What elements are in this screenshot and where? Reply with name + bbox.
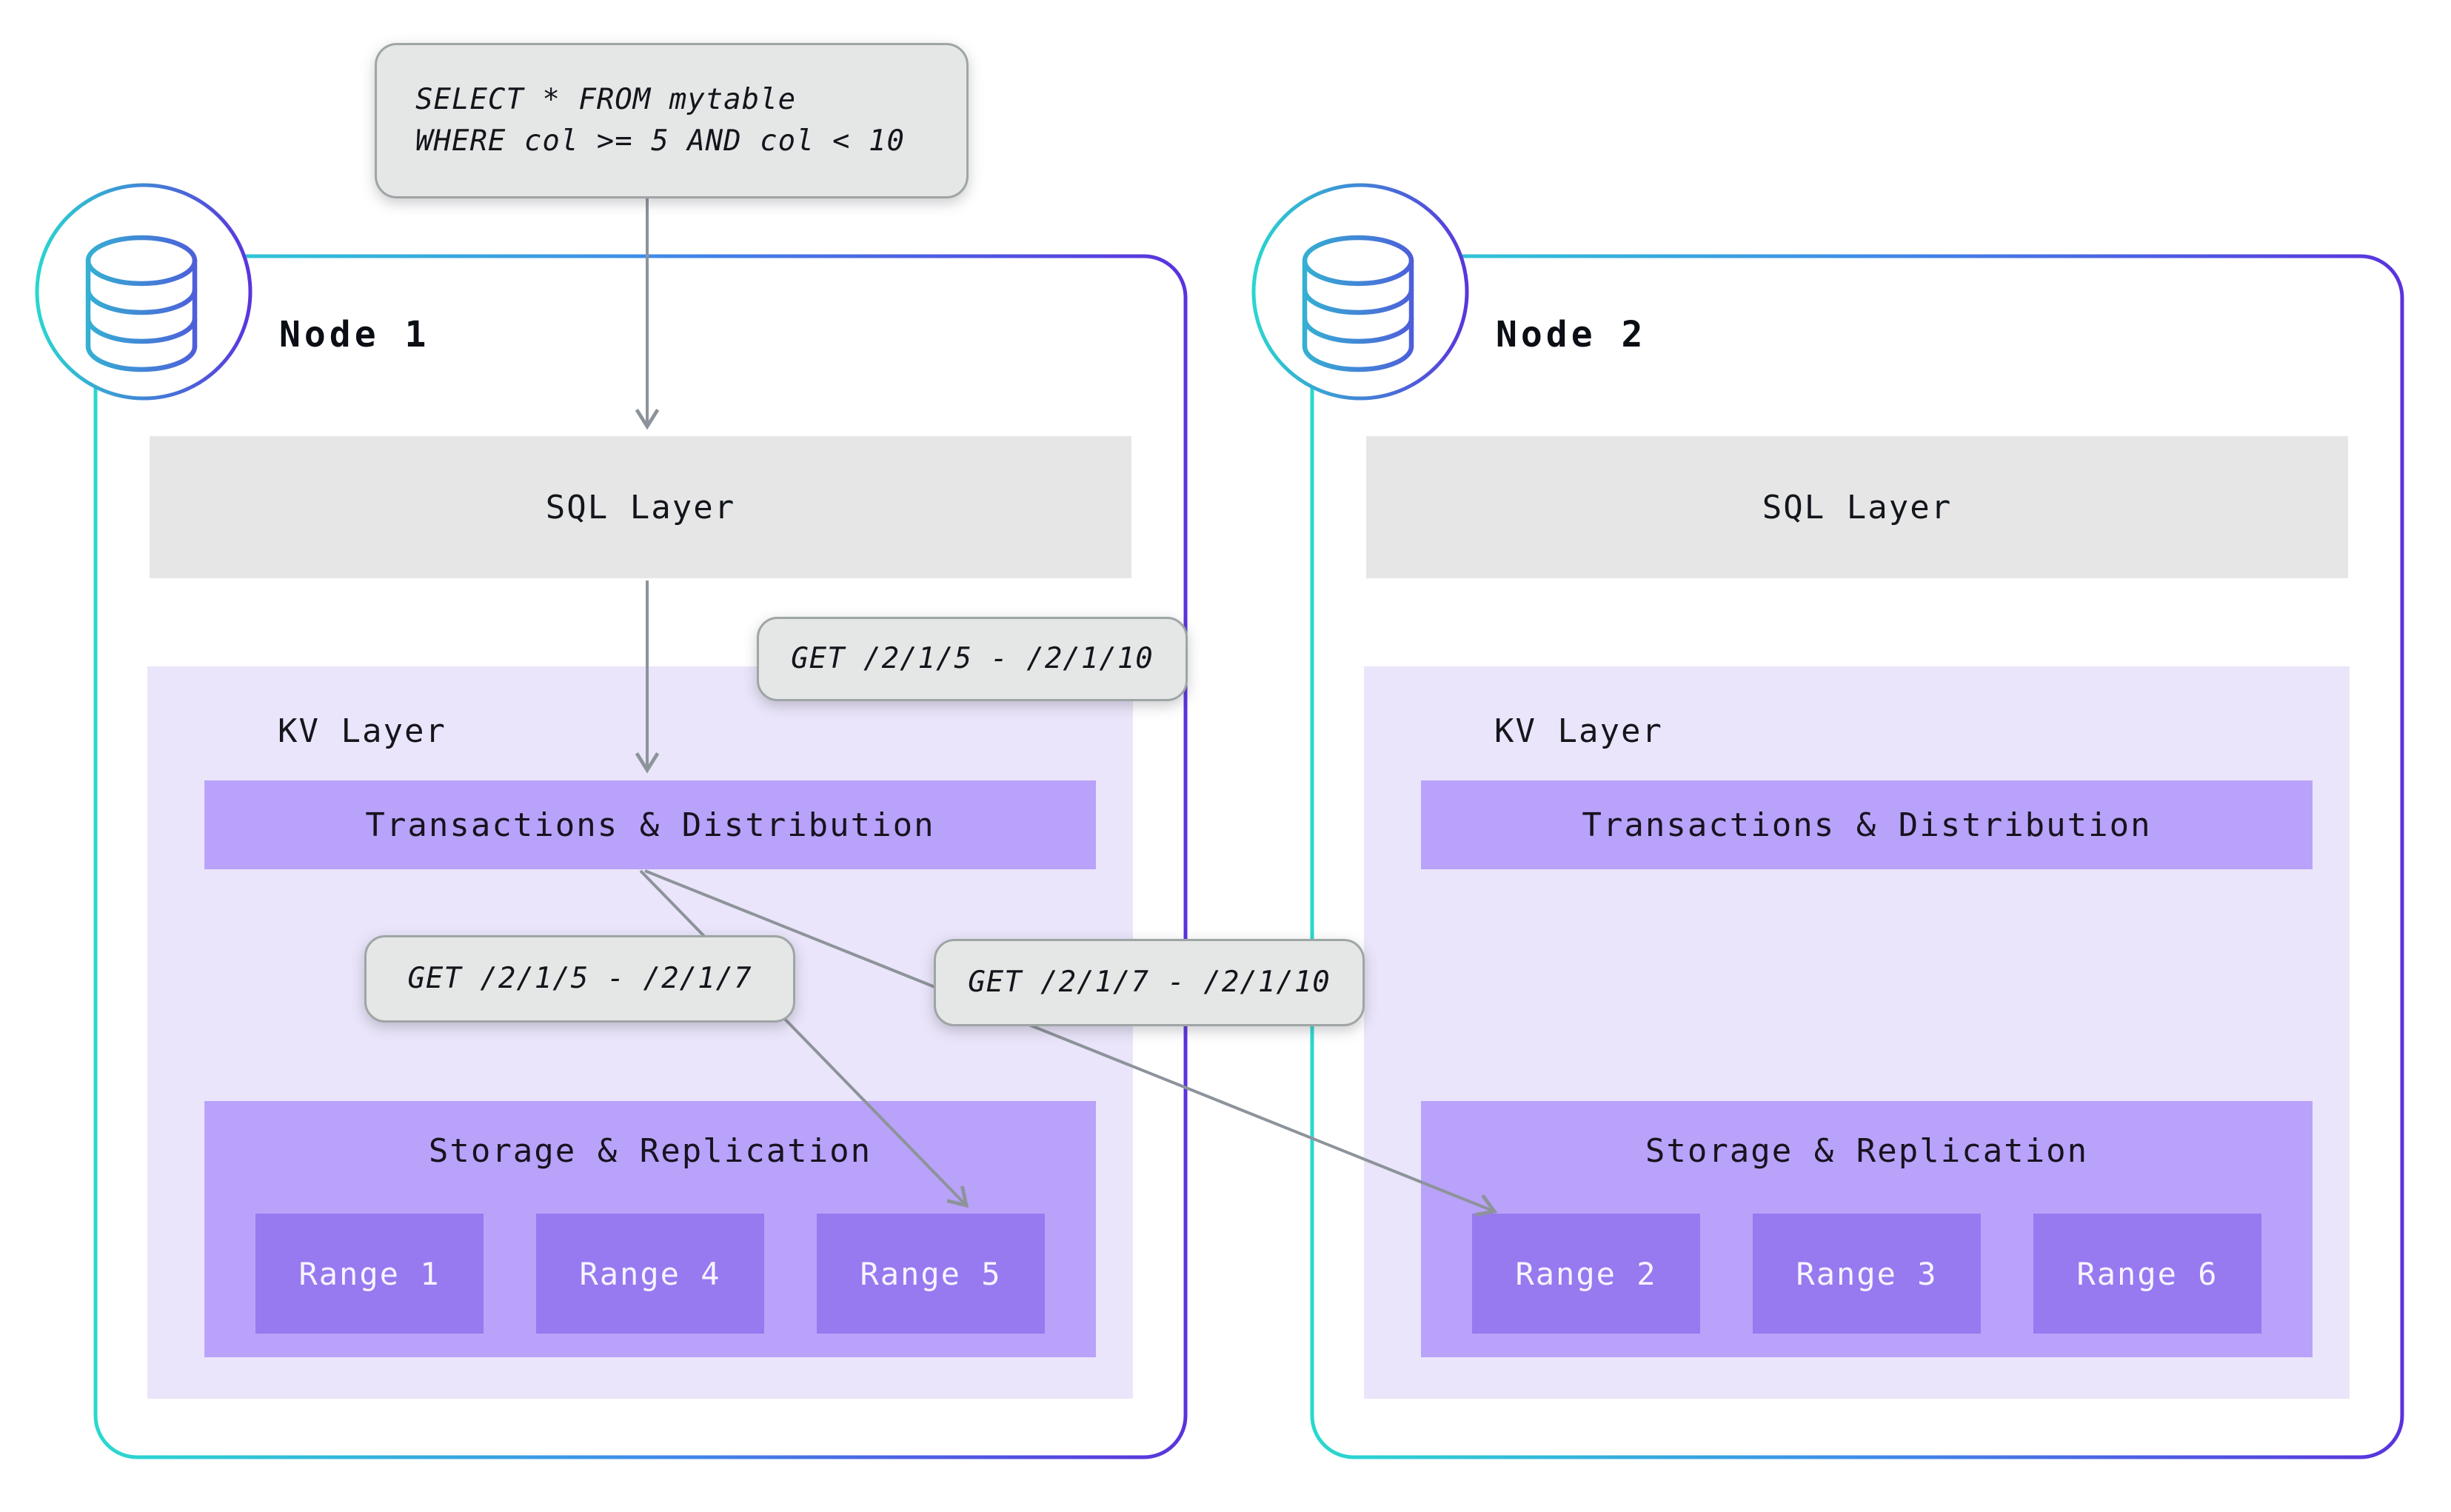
sql-query-callout: SELECT * FROM mytable WHERE col >= 5 AND… <box>375 43 969 198</box>
node2-sql-layer-label: SQL Layer <box>1762 488 1953 526</box>
sql-query-line2: WHERE col >= 5 AND col < 10 <box>415 124 905 158</box>
node1-range-1-label: Range 1 <box>298 1255 441 1292</box>
node2-transactions-label: Transactions & Distribution <box>1582 806 2152 844</box>
get-local-range-callout: GET /2/1/5 - /2/1/7 <box>364 935 795 1023</box>
node2-range-2-label: Range 2 <box>1515 1255 1657 1292</box>
node2-kv-layer-label: KV Layer <box>1494 712 1663 750</box>
node2-storage-label: Storage & Replication <box>1645 1132 2089 1170</box>
node1-range-5-label: Range 5 <box>860 1255 1002 1292</box>
node2-range-3: Range 3 <box>1753 1214 1981 1334</box>
node1-range-1: Range 1 <box>255 1214 484 1334</box>
node1-sql-layer-label: SQL Layer <box>545 488 736 526</box>
get-full-span-text: GET /2/1/5 - /2/1/10 <box>791 642 1154 675</box>
node2-sql-layer: SQL Layer <box>1366 436 2348 578</box>
node1-transactions-label: Transactions & Distribution <box>365 806 935 844</box>
node2-range-3-label: Range 3 <box>1796 1255 1938 1292</box>
get-local-range-text: GET /2/1/5 - /2/1/7 <box>407 962 752 995</box>
database-icon <box>1251 183 1469 401</box>
node2-outline <box>1310 254 2404 1459</box>
node2-title-text: Node 2 <box>1496 314 1647 355</box>
sql-query-line1: SELECT * FROM mytable <box>415 83 797 116</box>
node1-title-text: Node 1 <box>279 314 430 355</box>
node1-storage-label: Storage & Replication <box>428 1132 872 1170</box>
node2-range-2: Range 2 <box>1472 1214 1700 1334</box>
node1-transactions-box: Transactions & Distribution <box>204 780 1096 869</box>
node1-sql-layer: SQL Layer <box>150 436 1131 578</box>
node1-range-4: Range 4 <box>536 1214 764 1334</box>
node1-title: Node 1 <box>279 314 429 355</box>
database-icon <box>35 183 253 401</box>
node2-title: Node 2 <box>1496 314 1646 355</box>
get-remote-range-text: GET /2/1/7 - /2/1/10 <box>968 966 1331 999</box>
flow-arrows <box>635 195 1498 1217</box>
node1-kv-layer-label: KV Layer <box>278 712 447 750</box>
node1-range-4-label: Range 4 <box>579 1255 721 1292</box>
arrow-txn-to-range2 <box>644 869 1498 1217</box>
node2-range-6-label: Range 6 <box>2076 1255 2218 1292</box>
node1-outline <box>93 254 1188 1459</box>
node2-transactions-box: Transactions & Distribution <box>1421 780 2313 869</box>
node1-range-5: Range 5 <box>817 1214 1045 1334</box>
arrow-txn-to-range5 <box>639 869 969 1208</box>
get-full-span-callout: GET /2/1/5 - /2/1/10 <box>757 617 1188 701</box>
node2-range-6: Range 6 <box>2033 1214 2261 1334</box>
get-remote-range-callout: GET /2/1/7 - /2/1/10 <box>934 939 1365 1026</box>
